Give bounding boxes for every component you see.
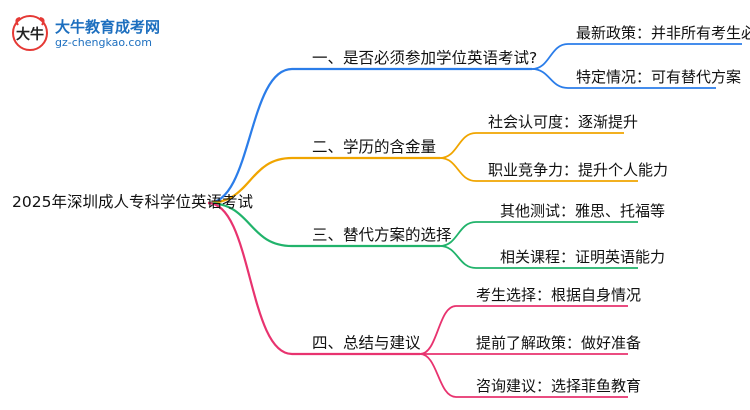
logo-site-name: 大牛教育成考网 [55,18,161,36]
branch-2-leaf-1-line [439,132,624,159]
branch-3-label: 三、替代方案的选择 [312,226,452,244]
root-to-branch-2-line [207,156,440,205]
bull-mascot-icon: 大牛 [12,15,48,51]
branch-4-leaf-1: 考生选择：根据自身情况 [476,286,642,304]
branch-4-leaf-2: 提前了解政策：做好准备 [476,334,642,352]
logo-site-url: gz-chengkao.com [55,36,152,49]
branch-3-leaf-2-line [439,245,638,269]
branch-1-leaf-1: 最新政策：并非所有考生必考 [576,24,750,42]
branch-2-leaf-2-line [439,157,638,182]
branch-3-leaf-1: 其他测试：雅思、托福等 [500,202,666,220]
branch-2-leaf-2: 职业竞争力：提升个人能力 [488,161,669,179]
root-to-branch-3-line [207,201,440,248]
branch-4-label: 四、总结与建议 [312,334,421,352]
root-node-label: 2025年深圳成人专科学位英语考试 [12,193,253,211]
branch-4-leaf-3-line [419,353,628,398]
logo-mark-text: 大牛 [16,26,44,43]
branch-1-leaf-2-line [531,68,716,89]
branch-3-leaf-2: 相关课程：证明英语能力 [500,248,666,266]
branch-1-label: 一、是否必须参加学位英语考试? [312,49,538,67]
branch-4-leaf-3: 咨询建议：选择菲鱼教育 [476,377,642,395]
branch-3-leaf-1-line [439,221,638,247]
branch-2-leaf-1: 社会认可度：逐渐提升 [488,113,639,131]
root-to-branch-4-line [207,201,420,356]
branch-4-leaf-1-line [419,305,628,355]
root-to-branch-1-line [207,67,532,205]
branch-2-label: 二、学历的含金量 [312,138,437,156]
site-logo[interactable]: 大牛 大牛教育成考网 gz-chengkao.com [10,13,180,53]
branch-1-leaf-1-line [531,43,742,70]
branch-1-leaf-2: 特定情况：可有替代方案 [576,68,742,86]
